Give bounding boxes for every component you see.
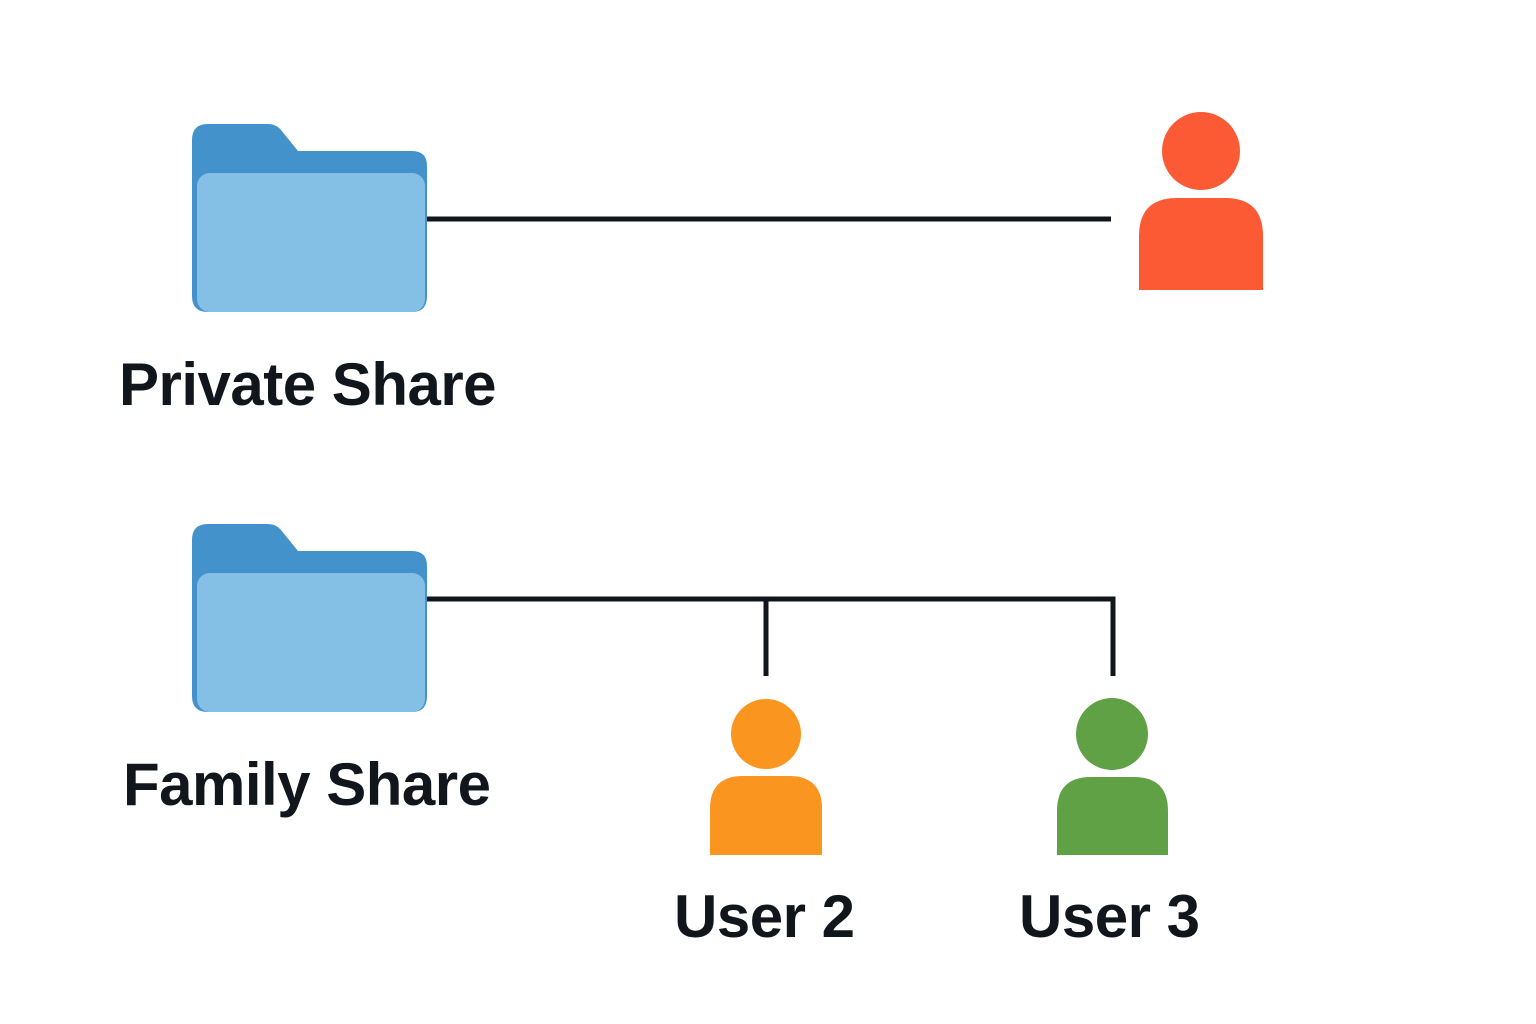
user-2-label: User 2 [674,883,855,950]
user-body [1057,777,1168,855]
folder-front [197,173,425,312]
user-2-icon [710,699,822,855]
private-user-icon [1139,112,1263,290]
user-body [1139,198,1263,290]
connector-lines [427,216,1116,676]
user-3-label: User 3 [1019,883,1200,950]
private-share-label: Private Share [119,351,497,418]
user-head [731,699,801,769]
family-share-label: Family Share [123,751,491,818]
private-share-folder-icon [192,124,427,312]
user-head [1076,698,1148,770]
folder-front [197,573,425,712]
family-share-connector [427,596,1116,676]
family-share-folder-icon [192,524,427,712]
user-head [1162,112,1240,190]
user-body [710,776,822,855]
user-3-icon [1057,698,1168,855]
